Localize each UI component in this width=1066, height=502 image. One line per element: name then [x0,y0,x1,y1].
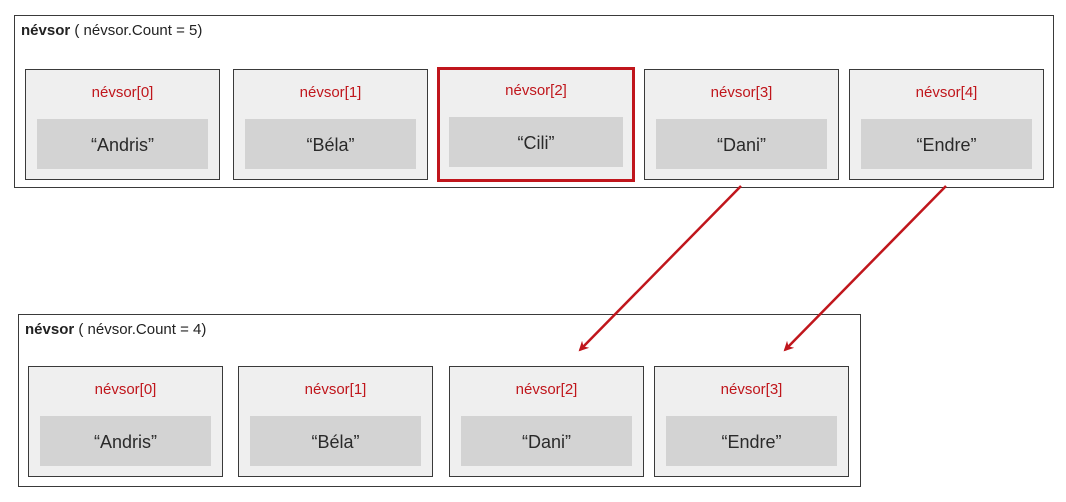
list-cell: névsor[3] “Dani” [644,69,839,180]
list-title-after: névsor ( névsor.Count = 4) [25,321,206,339]
cell-index-label: névsor[2] [505,82,567,99]
list-cell: névsor[3] “Endre” [654,366,849,477]
cell-value-box: “Dani” [656,119,827,169]
cell-index-label: névsor[3] [720,381,783,398]
cell-value-box: “Béla” [245,119,416,169]
cell-value-box: “Endre” [861,119,1032,169]
cell-value: “Andris” [90,135,154,155]
cell-value-box: “Endre” [666,416,837,466]
cell-index-label: névsor[1] [299,84,362,101]
list-name: névsor [25,321,75,338]
list-after-removal: névsor ( névsor.Count = 4) névsor[0] “An… [18,314,861,487]
cell-index-label: névsor[4] [915,84,978,101]
cell-value: “Dani” [521,432,571,452]
cell-value-box: “Andris” [40,416,211,466]
list-title-before: névsor ( névsor.Count = 5) [21,22,202,40]
cell-value-box: “Andris” [37,119,208,169]
list-count-label: ( névsor.Count = 4) [74,321,207,338]
list-cell: névsor[2] “Dani” [449,366,644,477]
cell-index-label: névsor[1] [304,381,367,398]
list-cell: névsor[1] “Béla” [238,366,433,477]
cell-value: “Dani” [716,135,766,155]
cell-value-box: “Béla” [250,416,421,466]
cell-value: “Endre” [721,432,782,452]
cell-value: “Endre” [916,135,977,155]
cell-index-label: névsor[0] [91,84,154,101]
list-cell: névsor[4] “Endre” [849,69,1044,180]
list-before-removal: névsor ( névsor.Count = 5) névsor[0] “An… [14,15,1054,188]
cell-value-box: “Dani” [461,416,632,466]
cell-value: “Cili” [517,133,555,153]
list-count-label: ( névsor.Count = 5) [70,22,203,39]
cell-index-label: névsor[2] [515,381,578,398]
cell-value: “Andris” [93,432,157,452]
list-name: névsor [21,22,71,39]
list-cell: névsor[0] “Andris” [25,69,220,180]
cell-value: “Béla” [306,135,355,155]
cell-index-label: névsor[0] [94,381,157,398]
removed-cell: névsor[2] “Cili” [437,67,635,182]
list-cell: névsor[0] “Andris” [28,366,223,477]
cell-value-box: “Cili” [449,117,623,167]
list-cell: névsor[1] “Béla” [233,69,428,180]
cell-value: “Béla” [311,432,360,452]
cell-index-label: névsor[3] [710,84,773,101]
